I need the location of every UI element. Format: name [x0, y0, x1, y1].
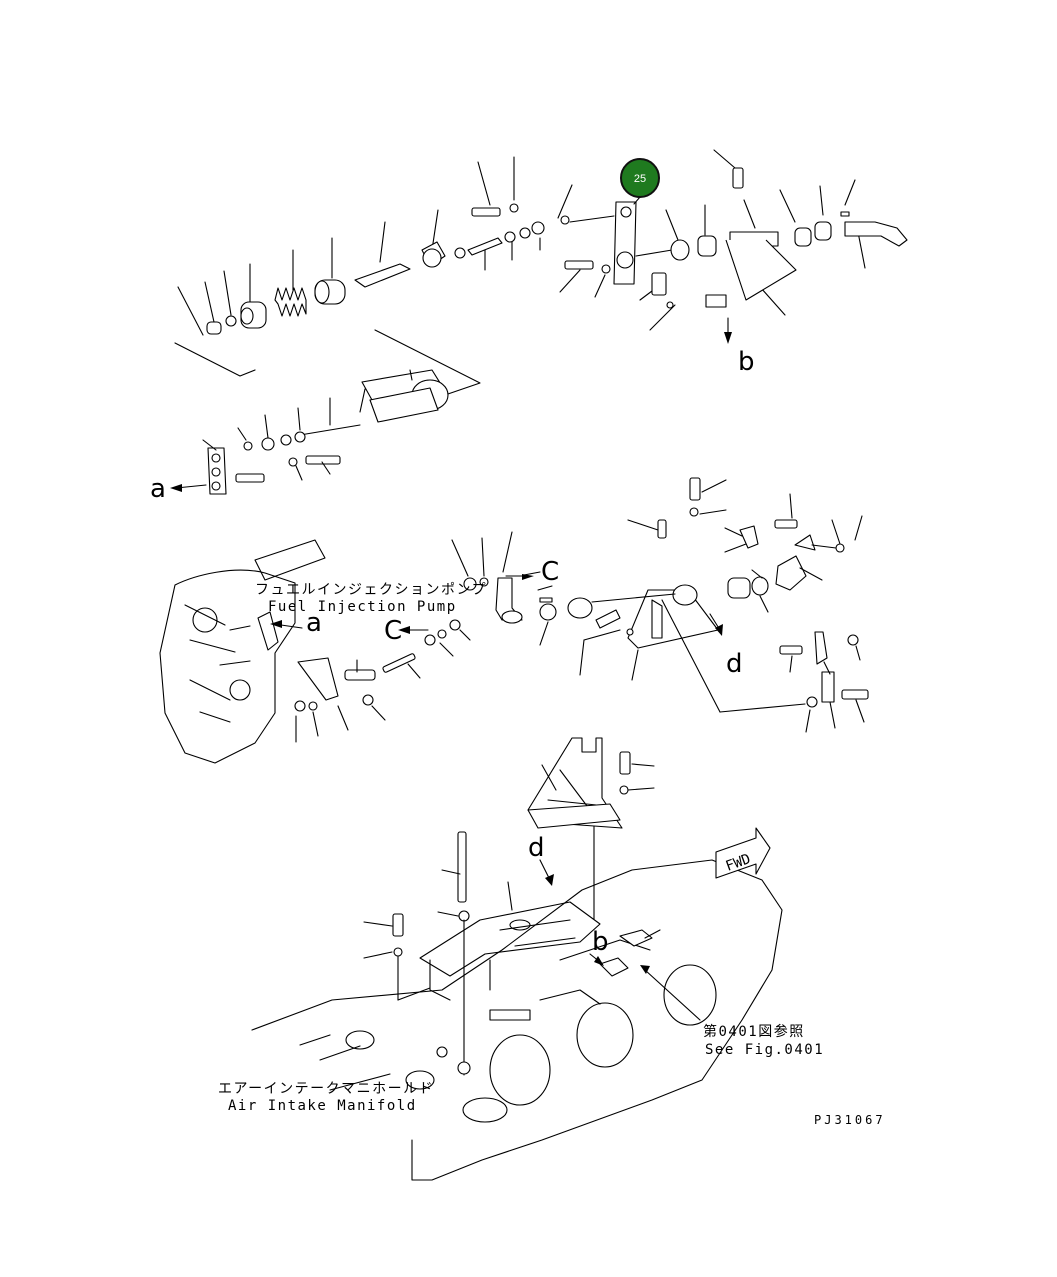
leader-lines-top [177, 149, 866, 336]
ref-letter-d: d [726, 649, 743, 679]
ref-letter-c-pump: C [384, 616, 402, 646]
air-intake-label-en: Air Intake Manifold [228, 1098, 417, 1114]
sub-assembly-a [170, 369, 449, 495]
callout-number: 25 [634, 173, 646, 185]
see-fig-label-jp: 第0401図参照 [703, 1023, 805, 1040]
spring-seat-stack [206, 241, 446, 335]
fuel-pump-label-en: Fuel Injection Pump [268, 599, 457, 615]
diagram-labels: a a b b C C d d フュエルインジェクションポンプ Fuel Inj… [150, 347, 886, 1127]
bearings-and-shaft [651, 167, 908, 309]
ref-letter-b-manifold: b [592, 927, 609, 957]
ref-letter-a: a [150, 474, 166, 504]
lever-c-assembly [451, 531, 557, 646]
air-intake-label-jp: エアーインテークマニホールド [218, 1081, 434, 1097]
part-callout-25[interactable]: 25 [620, 158, 660, 205]
drawing-code: PJ31067 [814, 1113, 886, 1127]
ref-letter-d-manifold: d [528, 833, 545, 863]
ref-letter-b: b [738, 347, 755, 377]
see-fig-label-en: See Fig.0401 [705, 1042, 824, 1058]
fuel-pump-label-jp: フュエルインジェクションポンプ [255, 582, 487, 598]
ref-letter-c: C [541, 557, 559, 587]
bracket-d-assembly [567, 477, 869, 733]
lever-arm [569, 201, 673, 285]
top-linkage-assembly [174, 149, 908, 396]
ref-letter-a-pump: a [306, 608, 322, 638]
rod-and-washers [454, 203, 611, 274]
fuel-injection-pump-assembly [159, 539, 471, 764]
air-intake-manifold-assembly [251, 737, 783, 1181]
